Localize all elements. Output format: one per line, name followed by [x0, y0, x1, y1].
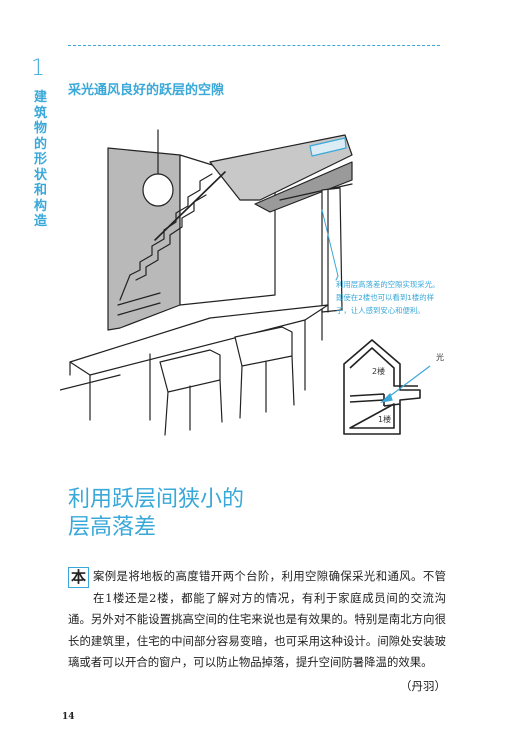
callout-leader: [321, 209, 339, 281]
drop-cap: 本: [68, 567, 89, 588]
glass-window: [309, 137, 347, 157]
page-number: 14: [62, 712, 75, 722]
chapter-title: 建筑物的形状和构造: [34, 90, 48, 229]
heading-line-2: 层高落差: [68, 515, 157, 540]
section-diagram: [343, 339, 431, 435]
chapter-number: 1: [31, 56, 45, 81]
loft-beam: [254, 161, 353, 213]
author: （丹羽）: [400, 679, 446, 693]
floor-1-label: 1楼: [378, 415, 392, 424]
chair-right: [234, 326, 295, 419]
house-inner: [349, 347, 418, 429]
dining-table: [69, 304, 329, 376]
top-dashed-rule: [68, 45, 440, 46]
split-floor: [349, 393, 385, 397]
section-title: 采光通风良好的跃层的空隙: [68, 83, 225, 98]
house-outline: [343, 339, 421, 435]
light-label: 光: [436, 353, 444, 362]
floor-2-label: 2楼: [372, 367, 386, 376]
interior-illustration: [60, 129, 353, 436]
article-body: 本案例是将地板的高度错开两个台阶，利用空隙确保采光和通风。不管在1楼还是2楼，都…: [68, 566, 446, 674]
body-text: 案例是将地板的高度错开两个台阶，利用空隙确保采光和通风。不管在1楼还是2楼，都能…: [68, 569, 446, 670]
pendant-lamp: [142, 173, 174, 207]
light-arrow: [380, 365, 431, 403]
handrail: [154, 171, 226, 241]
article-heading: 利用跃层间狭小的 层高落差: [68, 486, 244, 542]
stair-wall-shade: [107, 147, 181, 331]
heading-line-1: 利用跃层间狭小的: [68, 487, 245, 512]
illustration-callout: 利用层高落差的空隙实现采光。即使在2楼也可以看到1楼的样子，让人感到安心和便利。: [336, 280, 440, 315]
chair-left: [159, 349, 223, 436]
floor-line: [60, 374, 121, 391]
